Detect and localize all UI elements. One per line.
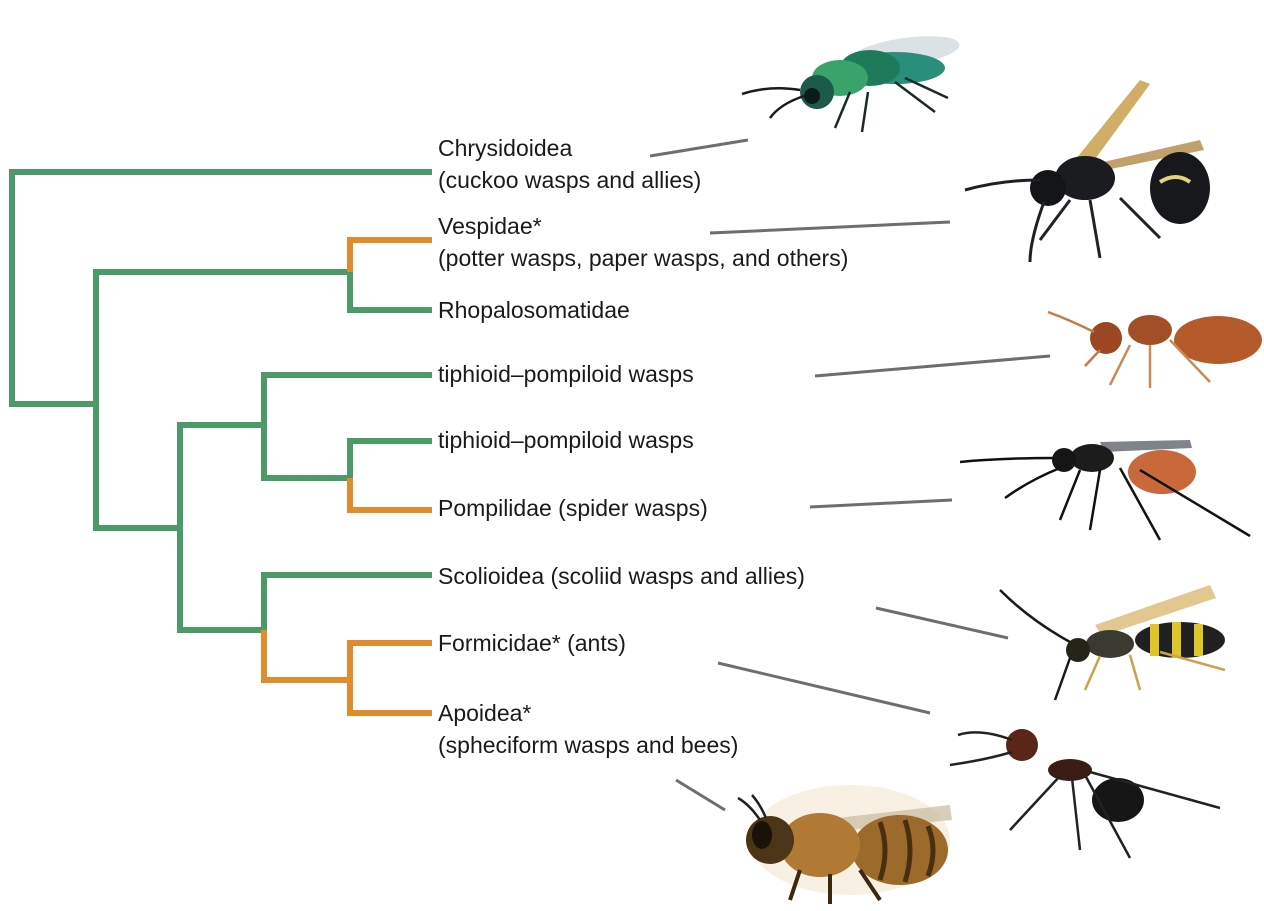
- taxon-label-tiphioid-2: tiphioid–pompiloid wasps: [438, 424, 694, 456]
- taxon-label-rhopalosomatidae: Rhopalosomatidae: [438, 294, 630, 326]
- taxon-label-vespidae: Vespidae* (potter wasps, paper wasps, an…: [438, 210, 848, 274]
- connector-formicidae: [718, 663, 930, 713]
- connector-scolioidea: [876, 608, 1008, 638]
- branch-clade-a: [93, 272, 350, 528]
- connector-apoidea: [676, 780, 725, 810]
- branch-aculeate-clade: [264, 630, 350, 680]
- cuckoo-wasp-icon: [742, 30, 961, 132]
- taxon-name: Rhopalosomatidae: [438, 297, 630, 323]
- taxon-label-pompilidae: Pompilidae (spider wasps): [438, 492, 708, 524]
- connector-tiphioid: [815, 356, 1050, 376]
- branch-formicidae-apoidea: [347, 643, 432, 716]
- taxon-name: Formicidae* (ants): [438, 630, 626, 656]
- taxon-name: tiphioid–pompiloid wasps: [438, 427, 694, 453]
- taxon-label-apoidea: Apoidea* (spheciform wasps and bees): [438, 697, 738, 761]
- branch-scolioidea: [264, 575, 432, 630]
- taxon-label-scolioidea: Scolioidea (scoliid wasps and allies): [438, 560, 805, 592]
- taxon-common-name: (potter wasps, paper wasps, and others): [438, 242, 848, 274]
- taxon-name: Chrysidoidea: [438, 132, 701, 164]
- taxon-label-formicidae: Formicidae* (ants): [438, 627, 626, 659]
- branch-vespidae: [350, 240, 432, 272]
- taxon-name: Vespidae*: [438, 210, 848, 242]
- branch-tiphioid-2: [350, 441, 432, 478]
- ant-icon: [950, 729, 1220, 858]
- branch-root: [9, 172, 432, 404]
- taxon-name: tiphioid–pompiloid wasps: [438, 361, 694, 387]
- taxon-name: Apoidea*: [438, 697, 738, 729]
- spider-wasp-icon: [960, 440, 1250, 540]
- branch-tiphioid-clade: [261, 375, 432, 478]
- taxon-common-name: (spheciform wasps and bees): [438, 729, 738, 761]
- potter-wasp-icon: [965, 80, 1210, 262]
- branch-pompilidae: [350, 478, 432, 510]
- taxon-common-name: (cuckoo wasps and allies): [438, 164, 701, 196]
- taxon-label-chrysidoidea: Chrysidoidea (cuckoo wasps and allies): [438, 132, 701, 196]
- velvet-ant-icon: [1048, 312, 1262, 388]
- branch-rhopalosomatidae: [350, 272, 432, 310]
- taxon-name: Scolioidea (scoliid wasps and allies): [438, 563, 805, 589]
- scoliid-wasp-icon: [1000, 585, 1225, 700]
- taxon-name: Pompilidae (spider wasps): [438, 495, 708, 521]
- taxon-label-tiphioid-1: tiphioid–pompiloid wasps: [438, 358, 694, 390]
- connector-pompilidae: [810, 500, 952, 507]
- honey-bee-icon: [738, 785, 952, 904]
- branch-clade-b: [177, 425, 264, 630]
